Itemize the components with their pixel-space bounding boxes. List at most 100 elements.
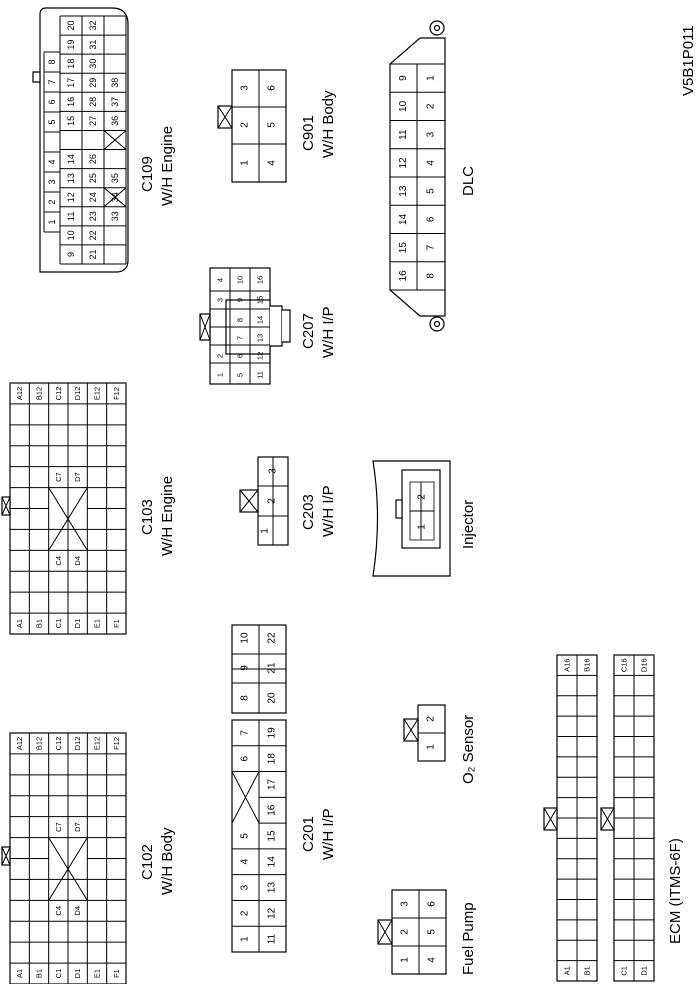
c102-pin: B12: [35, 737, 44, 750]
c102-pin: D7: [73, 822, 82, 832]
fuel-pump-pin: 2: [400, 929, 411, 935]
c203-pin: 3: [268, 468, 279, 474]
c207-pin: 13: [256, 334, 265, 342]
c109-pin: 17: [66, 78, 76, 88]
c207-pin: 12: [256, 352, 265, 360]
c201-pin: 19: [267, 727, 278, 739]
c201-sublabel: W/H I/P: [320, 808, 337, 860]
fuel-pump-pin: 5: [427, 929, 438, 935]
c109-pin: 19: [66, 40, 76, 50]
dlc-pin: 3: [426, 131, 437, 137]
dlc-pin: 8: [426, 273, 437, 279]
c201-pin: 22: [267, 632, 278, 644]
c207-pin: 1: [216, 373, 225, 377]
c109-pin: 25: [88, 173, 98, 183]
c201-pin: 18: [267, 753, 278, 765]
c109-pin: 37: [110, 97, 120, 107]
c103-pin: C12: [54, 387, 63, 401]
c203-label: C203: [300, 494, 317, 530]
dlc-pin: 5: [426, 188, 437, 194]
c109-pin: 33: [110, 211, 120, 221]
c109-pin: 1: [47, 219, 57, 224]
c103-pin: E12: [93, 387, 102, 400]
connector-injector: 1 2 Injector: [372, 460, 477, 577]
c109-pin: 38: [110, 78, 120, 88]
dlc-pin: 2: [426, 103, 437, 109]
c103-pin: C7: [54, 472, 63, 482]
c201-pin: 4: [240, 859, 251, 865]
c203-pin: 2: [267, 498, 278, 504]
c201-pin: 11: [267, 933, 278, 944]
o2-pin: 1: [426, 744, 437, 750]
c102-pin: E1: [93, 969, 102, 978]
ecm-pin: A16: [563, 659, 572, 672]
c103-pin: A12: [15, 387, 24, 400]
fuel-pump-pin: 4: [427, 957, 438, 963]
c201-pin: 3: [240, 884, 251, 890]
c201-pin: 15: [267, 830, 278, 842]
o2-pin: 2: [426, 716, 437, 722]
c109-pin: 5: [47, 119, 57, 124]
fuel-pump-pin: 3: [400, 901, 411, 907]
c103-pin: D12: [73, 387, 82, 401]
c901-pin: 1: [240, 160, 251, 166]
dlc-pin: 14: [398, 213, 409, 225]
c103-pin: D7: [73, 472, 82, 482]
c201-pin: 5: [240, 833, 251, 839]
dlc-pin: 13: [398, 185, 409, 197]
c109-pin: 35: [110, 173, 120, 183]
connector-c109: 9101112131415161718192021222324252627282…: [32, 7, 176, 273]
c201-pin: 10: [240, 632, 251, 644]
c109-pin: 31: [88, 40, 98, 50]
dlc-pin: 7: [426, 244, 437, 250]
c207-pin: 16: [256, 276, 265, 284]
ecm-pin: B16: [583, 659, 592, 672]
ecm-pin: D1: [640, 966, 649, 976]
c102-pin: E12: [93, 737, 102, 750]
c201-pin: 8: [240, 695, 251, 701]
dlc-pin: 16: [398, 270, 409, 282]
c102-pin: D1: [73, 969, 82, 979]
c102-pin: A1: [15, 969, 24, 978]
c109-pin: 32: [88, 21, 98, 31]
c109-pin: 9: [66, 252, 76, 257]
c109-pin: 29: [88, 78, 98, 88]
c201-pin: 2: [240, 910, 251, 916]
dlc-pin: 15: [398, 242, 409, 254]
c207-pin: 3: [216, 298, 225, 302]
c201-pin: 17: [267, 778, 278, 790]
injector-pin: 1: [417, 524, 428, 530]
dlc-pin: 11: [398, 129, 409, 140]
dlc-label: DLC: [460, 166, 477, 196]
c201-pin: 16: [267, 804, 278, 816]
c102-pin: F12: [112, 737, 121, 750]
c103-pin: F1: [112, 619, 121, 628]
c109-pin: 20: [66, 21, 76, 31]
c109-pin: 16: [66, 97, 76, 107]
c103-pin: F12: [112, 387, 121, 400]
c207-pin: 4: [216, 278, 225, 282]
injector-label: Injector: [460, 500, 477, 549]
c109-pin: 13: [66, 173, 76, 183]
c109-sublabel: W/H Engine: [159, 126, 176, 206]
c109-pin: 30: [88, 59, 98, 69]
c109-pin: 2: [47, 199, 57, 204]
c109-pin: 15: [66, 116, 76, 126]
c203-pin: 1: [260, 528, 271, 534]
c201-pin: 6: [240, 755, 251, 761]
c103-sublabel: W/H Engine: [159, 476, 176, 556]
c102-pin: F1: [112, 969, 121, 978]
c102-pin: C12: [54, 737, 63, 751]
injector-pin: 2: [417, 494, 428, 500]
o2-label: O₂ Sensor: [460, 715, 477, 784]
c203-sublabel: W/H I/P: [320, 485, 337, 537]
c102-pin: D12: [73, 737, 82, 751]
c102-label: C102: [139, 844, 156, 880]
c207-label: C207: [300, 313, 317, 349]
c201-pin: 14: [267, 856, 278, 868]
c102-pin: A12: [15, 737, 24, 750]
c103-pin: C4: [54, 556, 63, 566]
c103-pin: A1: [15, 619, 24, 628]
